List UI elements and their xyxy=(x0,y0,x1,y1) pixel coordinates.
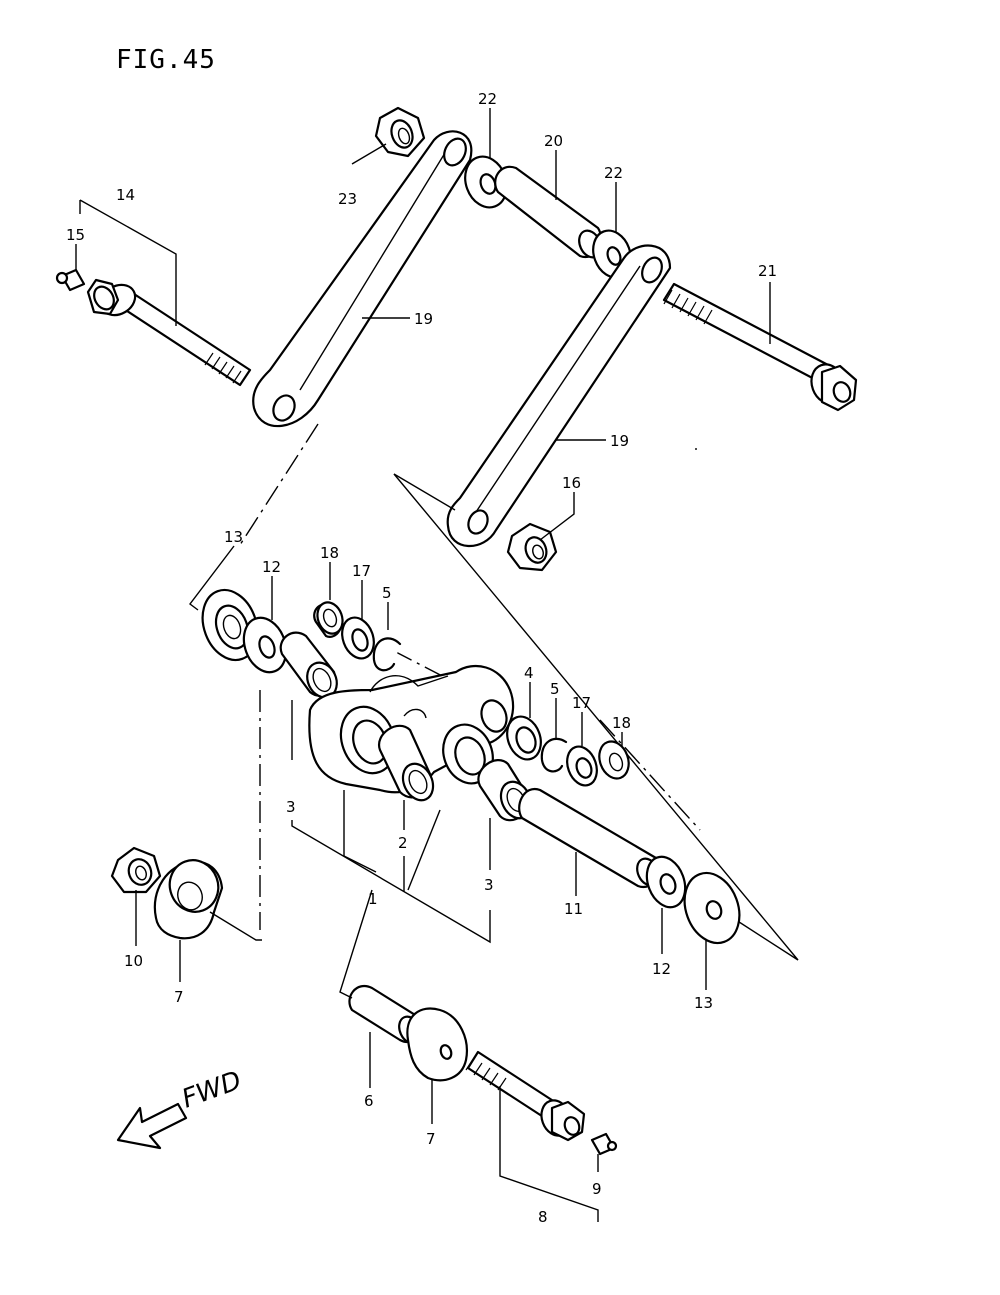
callout-19-lower: 19 xyxy=(610,432,629,450)
callout-19-upper: 19 xyxy=(414,310,433,328)
seal-17-right xyxy=(566,745,598,787)
spacer-7-left xyxy=(153,859,224,940)
leader-lines xyxy=(75,108,771,1222)
bolt-14 xyxy=(86,278,252,387)
callout-3-left: 3 xyxy=(286,798,296,816)
callout-14: 14 xyxy=(116,186,135,204)
link-rod-19-left xyxy=(252,130,473,428)
callout-10: 10 xyxy=(124,952,143,970)
spacer-7-bottom xyxy=(406,1007,468,1082)
nut-23 xyxy=(374,106,426,158)
callout-5-left: 5 xyxy=(382,584,392,602)
nut-10 xyxy=(110,846,162,894)
callouts: 14 15 23 22 20 22 21 19 19 16 13 12 18 1… xyxy=(66,90,777,1226)
nut-16 xyxy=(506,522,558,572)
collar-20 xyxy=(494,165,602,259)
callout-21: 21 xyxy=(758,262,777,280)
link-rod-19-right xyxy=(446,244,672,548)
callout-23: 23 xyxy=(338,190,357,208)
bearing-upper-left xyxy=(279,631,338,699)
grease-nipple-15 xyxy=(55,268,86,292)
circlip-5-left xyxy=(372,637,402,672)
callout-9: 9 xyxy=(592,1180,602,1198)
bushing-18-right xyxy=(598,740,630,780)
callout-3-right: 3 xyxy=(484,876,494,894)
callout-17-right: 17 xyxy=(572,694,591,712)
fwd-label: FWD xyxy=(178,1066,245,1115)
callout-7-left: 7 xyxy=(174,988,184,1006)
washer-12-left xyxy=(242,616,288,674)
forward-direction-arrow: FWD xyxy=(116,1066,245,1150)
callout-12-left: 12 xyxy=(262,558,281,576)
callout-22-lower: 22 xyxy=(604,164,623,182)
callout-17-left: 17 xyxy=(352,562,371,580)
circlip-5-right xyxy=(540,737,568,773)
callout-18-left: 18 xyxy=(320,544,339,562)
callout-13-left: 13 xyxy=(224,528,243,546)
callout-12-right: 12 xyxy=(652,960,671,978)
callout-11: 11 xyxy=(564,900,583,918)
cushion-lever-1 xyxy=(308,664,515,794)
bushing-18-left xyxy=(313,601,344,638)
callout-16: 16 xyxy=(562,474,581,492)
figure-title: FIG.45 xyxy=(116,45,216,75)
callout-2: 2 xyxy=(398,834,408,852)
callout-15: 15 xyxy=(66,226,85,244)
seal-17-left xyxy=(341,616,375,660)
callout-8: 8 xyxy=(538,1208,548,1226)
callout-18-right: 18 xyxy=(612,714,631,732)
callout-20: 20 xyxy=(544,132,563,150)
callout-6: 6 xyxy=(364,1092,374,1110)
bolt-8 xyxy=(465,1050,586,1142)
callout-7-bottom: 7 xyxy=(426,1130,436,1148)
callout-22-upper: 22 xyxy=(478,90,497,108)
callout-5-right: 5 xyxy=(550,680,560,698)
bolt-21 xyxy=(662,282,858,412)
grease-nipple-9 xyxy=(590,1132,618,1156)
washer-12-right xyxy=(645,855,687,909)
collar-11 xyxy=(518,787,660,889)
bearing-4 xyxy=(506,715,542,761)
bearing-2 xyxy=(377,724,435,802)
callout-1: 1 xyxy=(368,890,378,908)
dust-seal-13-right xyxy=(683,871,741,945)
callout-4: 4 xyxy=(524,664,534,682)
callout-13-right: 13 xyxy=(694,994,713,1012)
